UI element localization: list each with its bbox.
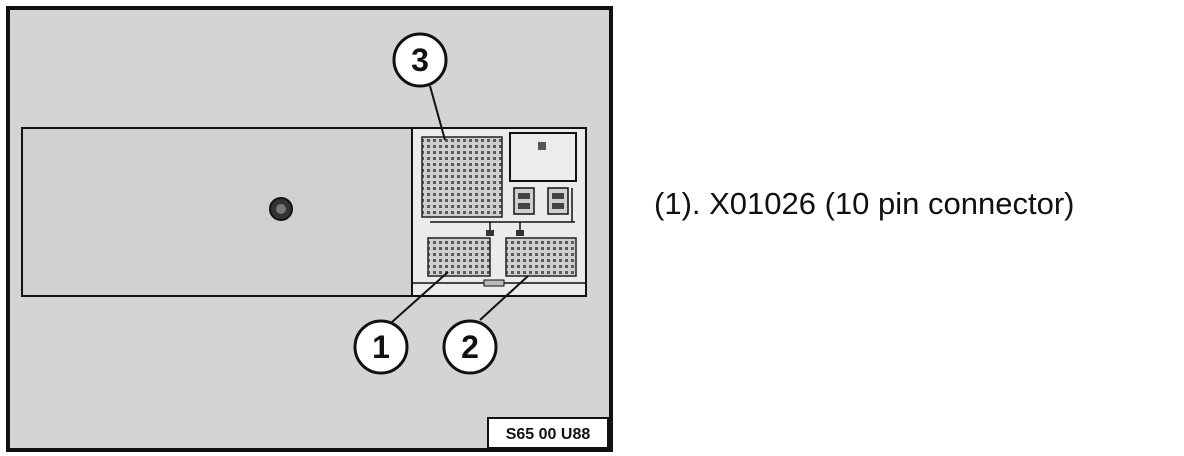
callout-1: 1: [353, 319, 409, 375]
leader-2: [479, 275, 529, 321]
fuse-block-right: [547, 187, 569, 215]
callout-3: 3: [392, 32, 448, 88]
callout-1-label: 1: [372, 329, 390, 365]
figure-code: S65 00 U88: [506, 426, 591, 443]
relay-box: [509, 132, 577, 182]
module-body: [21, 127, 413, 297]
fuse-block-left: [513, 187, 535, 215]
leader-1: [391, 271, 449, 323]
callout-2: 2: [442, 319, 498, 375]
figure-code-box: [487, 417, 609, 449]
connector-3: [421, 136, 503, 218]
callout-3-label: 3: [411, 42, 429, 78]
connector-2: [505, 237, 577, 277]
callout-2-label: 2: [461, 329, 479, 365]
connector-diagram: 3 1 2 S65 00 U88: [6, 6, 613, 452]
connector-caption: (1). X01026 (10 pin connector): [654, 186, 1075, 221]
leader-3: [429, 85, 446, 141]
connector-1: [427, 237, 491, 277]
